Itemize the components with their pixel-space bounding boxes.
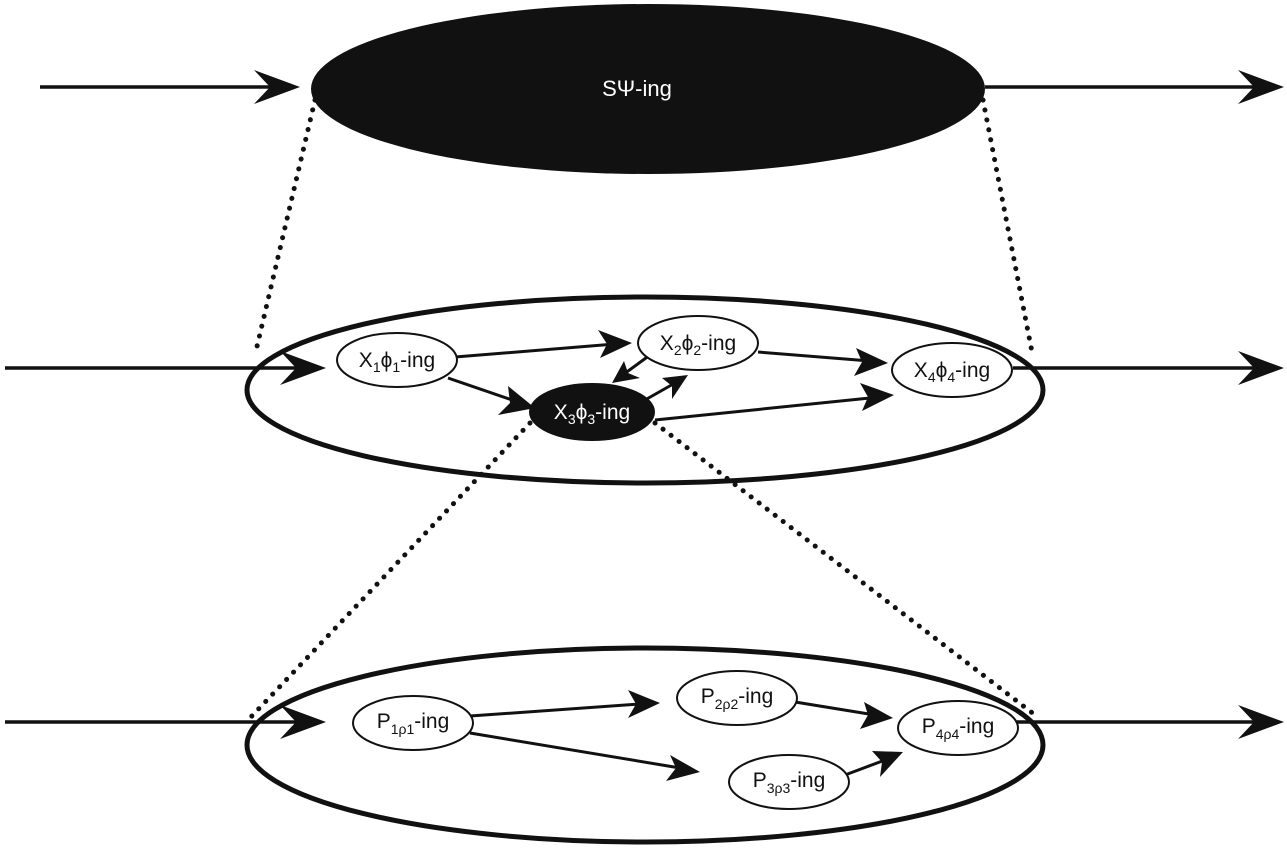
arrow-p3-to-p4	[844, 758, 886, 777]
node-x3: X3ϕ3-ing	[529, 383, 655, 441]
arrowhead-x1-to-x2	[598, 330, 632, 358]
arrowhead-x1-to-x3	[498, 386, 535, 415]
node-p3: P3ρ3-ing	[728, 754, 850, 810]
arrowhead-p1-to-p2	[628, 690, 660, 718]
middle-level: X1ϕ1-ing X2ϕ2-ing X3ϕ3-ing X4ϕ4-ing	[5, 294, 1284, 486]
arrow-x2-to-x3	[623, 353, 651, 376]
arrow-x3-to-x2	[644, 381, 676, 402]
node-x3-shape	[529, 383, 655, 441]
arrowhead-p3-to-p4	[872, 751, 903, 777]
middle-input-arrowhead	[280, 351, 326, 385]
arrow-x1-to-x2	[454, 342, 616, 359]
middle-output-arrowhead	[1238, 351, 1284, 385]
projection-mid-left	[247, 420, 533, 721]
top-input-arrowhead	[254, 70, 300, 104]
node-p2: P2ρ2-ing	[676, 670, 798, 726]
arrow-p1-to-p2	[469, 702, 641, 718]
arrowhead-x3-to-x4	[860, 383, 894, 411]
arrowhead-x2-to-x4	[854, 348, 888, 376]
node-x4: X4ϕ4-ing	[891, 342, 1013, 398]
node-p1-shape	[352, 695, 474, 751]
node-x2-shape	[637, 315, 759, 371]
node-p4-shape	[897, 700, 1019, 756]
node-x4-label: X4ϕ4-ing	[914, 359, 990, 385]
arrowhead-p2-to-p4	[860, 702, 893, 729]
node-x2-label: X2ϕ2-ing	[660, 332, 736, 358]
bottom-level: P1ρ1-ing P2ρ2-ing P3ρ3-ing P4ρ4-ing	[5, 645, 1284, 845]
node-p2-shape	[676, 670, 798, 726]
arrow-p2-to-p4	[794, 700, 876, 717]
node-x3-label: X3ϕ3-ing	[554, 401, 630, 427]
top-level: SΨ-ing	[40, 4, 1284, 174]
top-phenomenon-ellipse	[311, 4, 985, 174]
arrowhead-p1-to-p3	[666, 755, 700, 781]
middle-mechanism-ellipse	[244, 294, 1046, 486]
arrow-x2-to-x4	[757, 350, 871, 363]
arrowhead-x2-to-x3	[612, 361, 640, 383]
top-output-arrowhead	[1238, 70, 1284, 104]
arrow-p1-to-p3	[469, 731, 681, 770]
node-p2-label: P2ρ2-ing	[701, 685, 774, 712]
arrow-x1-to-x3	[447, 376, 519, 404]
bottom-mechanism-ellipse	[244, 645, 1046, 845]
projection-mid-right	[652, 420, 1038, 718]
node-x4-shape	[891, 342, 1013, 398]
bottom-input-arrowhead	[280, 705, 326, 739]
projection-top-left	[252, 97, 318, 358]
node-p3-label: P3ρ3-ing	[753, 769, 826, 796]
node-x1-shape	[336, 332, 458, 388]
node-x1: X1ϕ1-ing	[336, 332, 458, 388]
node-p3-shape	[728, 754, 850, 810]
node-x2: X2ϕ2-ing	[637, 315, 759, 371]
node-p1-label: P1ρ1-ing	[377, 710, 450, 737]
arrowhead-x3-to-x2	[662, 375, 688, 399]
projection-top-right	[980, 97, 1035, 355]
bottom-output-arrowhead	[1238, 705, 1284, 739]
node-p4: P4ρ4-ing	[897, 700, 1019, 756]
top-phenomenon-label: SΨ-ing	[602, 76, 672, 101]
arrow-x3-to-x4	[654, 396, 871, 422]
node-x1-label: X1ϕ1-ing	[359, 349, 435, 375]
node-p1: P1ρ1-ing	[352, 695, 474, 751]
node-p4-label: P4ρ4-ing	[922, 715, 995, 742]
